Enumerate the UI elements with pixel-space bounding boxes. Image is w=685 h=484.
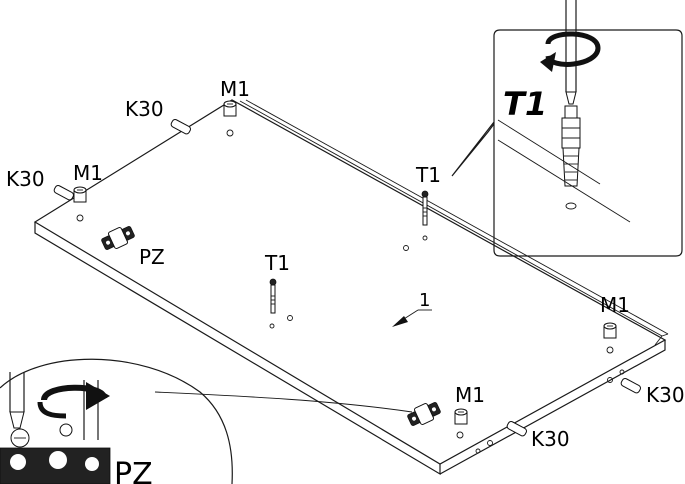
label-pz-detail: PZ [114,457,153,484]
label-t1: T1 [415,163,441,187]
step-number: 1 [419,290,430,311]
cam-screw-icon [269,190,429,314]
label-m1: M1 [455,383,485,407]
rotate-arrow-icon [37,382,110,419]
step-marker [392,309,432,327]
hinge-plate-icon [101,226,441,426]
label-m1: M1 [220,77,250,101]
detail-callout-pz [0,358,413,484]
label-pz: PZ [139,245,165,269]
dowel-icon [53,119,641,437]
label-k30: K30 [125,97,164,121]
label-m1: M1 [600,293,630,317]
cam-lock-icon [73,100,617,425]
label-k30: K30 [646,383,685,407]
rotate-arrow-icon [540,31,601,72]
screwdriver-icon [565,0,577,105]
label-t1: T1 [264,251,290,275]
label-k30: K30 [531,427,570,451]
label-t1-detail: T1 [503,85,547,123]
label-k30: K30 [6,167,45,191]
label-m1: M1 [73,161,103,185]
detail-callout-t1 [451,0,683,257]
